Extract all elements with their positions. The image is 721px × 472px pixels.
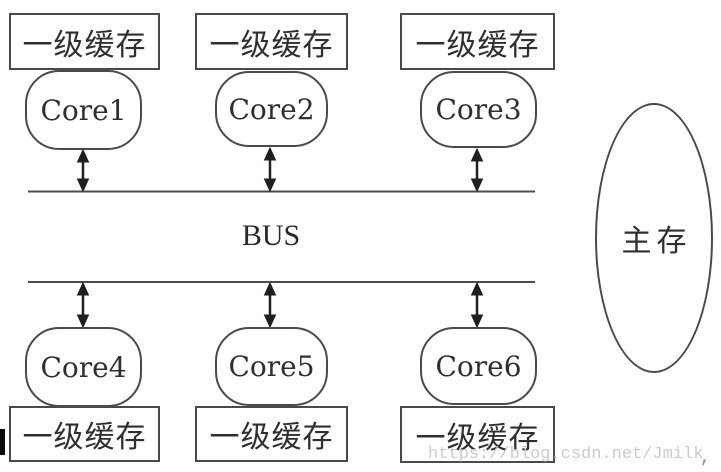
- l1-cache-box-core5: 一级缓存: [195, 406, 348, 462]
- l1-cache-box-core2: 一级缓存: [195, 13, 348, 70]
- watermark-trailing-mark: ,: [700, 448, 711, 468]
- bus-label: BUS: [241, 219, 301, 252]
- core2-node: Core2: [215, 71, 328, 147]
- csdn-watermark: https://blog.csdn.net/Jmilk: [428, 445, 704, 464]
- l1-cache-box-core6: 一级缓存: [400, 406, 555, 463]
- core6-node: Core6: [420, 327, 537, 405]
- core1-node: Core1: [25, 70, 142, 150]
- l1-cache-box-core1: 一级缓存: [9, 13, 160, 70]
- core4-node: Core4: [25, 327, 142, 407]
- core2-bus-bidirectional-arrow-icon: [263, 146, 277, 193]
- core4-bus-bidirectional-arrow-icon: [76, 281, 90, 329]
- core3-bus-bidirectional-arrow-icon: [470, 147, 484, 193]
- core6-bus-bidirectional-arrow-icon: [470, 281, 484, 329]
- scan-artifact-bar: [0, 429, 5, 455]
- main-memory-ellipse: 主存: [595, 103, 713, 373]
- core5-bus-bidirectional-arrow-icon: [263, 281, 277, 329]
- core3-node: Core3: [420, 71, 537, 148]
- l1-cache-box-core4: 一级缓存: [9, 406, 160, 462]
- l1-cache-box-core3: 一级缓存: [400, 13, 555, 70]
- core5-node: Core5: [215, 327, 328, 406]
- core1-bus-bidirectional-arrow-icon: [76, 148, 90, 193]
